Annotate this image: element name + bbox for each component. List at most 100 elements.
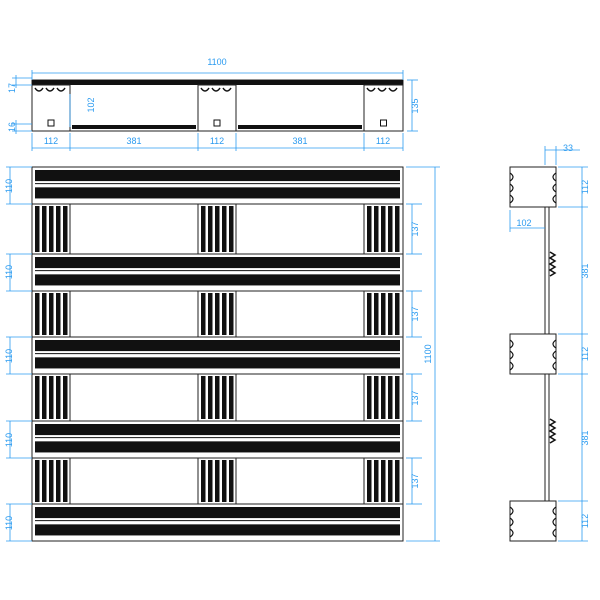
deck-slat	[35, 441, 400, 453]
block-slat	[367, 206, 372, 252]
deck-slat	[35, 187, 400, 199]
plan-view	[31, 166, 404, 542]
block-notch	[200, 87, 210, 92]
block-notch	[211, 87, 221, 92]
block-slat	[49, 206, 54, 252]
block-slat	[42, 376, 47, 419]
dim-deck-2: 110	[4, 265, 14, 279]
block-slat	[374, 206, 379, 252]
pallet-front-outline	[31, 79, 404, 132]
dim-block-offset: 102	[516, 218, 531, 228]
dim-side-seg-3: 112	[580, 347, 590, 361]
block-slat	[35, 376, 40, 419]
dim-gap-1: 137	[410, 221, 420, 236]
dim-side-seg-1: 112	[580, 180, 590, 194]
deck-slat	[35, 357, 400, 369]
dim-top-board: 17	[7, 83, 17, 93]
block-slat	[381, 206, 386, 252]
dim-deck-4: 110	[4, 433, 14, 447]
block-slat	[63, 293, 68, 335]
block-slat	[229, 460, 234, 502]
deck-board-group	[31, 420, 404, 459]
dim-overall-width: 1100	[423, 344, 433, 363]
block-slat	[42, 460, 47, 502]
dim-gap-2: 137	[410, 306, 420, 321]
stringer	[544, 373, 550, 502]
block-mark	[213, 119, 221, 127]
block-groove	[552, 361, 557, 371]
block-slat	[388, 460, 393, 502]
block-slat	[201, 206, 206, 252]
deck-slat	[35, 424, 400, 436]
block-slat	[63, 206, 68, 252]
top-deck-board	[32, 80, 403, 85]
dim-overall-length: 1100	[207, 57, 226, 67]
bottom-board	[72, 125, 196, 129]
block-slat	[229, 206, 234, 252]
dim-side-seg-5: 112	[580, 514, 590, 528]
block-notch	[388, 87, 398, 92]
block-notch	[56, 87, 66, 92]
block-mark	[47, 119, 55, 127]
block-groove	[552, 517, 557, 527]
dim-stringer-offset: 33	[563, 143, 573, 153]
deck-board-group	[31, 253, 404, 292]
block-slat	[395, 206, 400, 252]
dim-front-seg-2: 381	[126, 136, 141, 146]
block-slat	[49, 293, 54, 335]
dim-deck-5: 110	[4, 516, 14, 530]
block-slat	[395, 293, 400, 335]
block	[363, 84, 404, 132]
block-slat	[374, 376, 379, 419]
stringer-clip	[548, 418, 557, 444]
dim-deck-3: 110	[4, 349, 14, 363]
block-slat	[208, 206, 213, 252]
dim-bottom-board: 16	[7, 122, 17, 132]
side-block	[509, 500, 557, 542]
block-slat	[42, 206, 47, 252]
block-slat	[388, 376, 393, 419]
block-slat	[381, 460, 386, 502]
block-slat	[367, 293, 372, 335]
block	[197, 84, 237, 132]
block-groove	[509, 194, 514, 204]
side-block	[509, 166, 557, 208]
block-slat	[222, 460, 227, 502]
block-notch	[377, 87, 387, 92]
block-notch	[45, 87, 55, 92]
dim-overall-height: 135	[410, 98, 420, 113]
deck-slat	[35, 340, 400, 352]
bottom-board	[238, 125, 362, 129]
block-slat	[395, 460, 400, 502]
block-slat	[229, 293, 234, 335]
block-groove	[552, 194, 557, 204]
block-groove	[509, 183, 514, 193]
block-notch	[222, 87, 232, 92]
block-slat	[367, 460, 372, 502]
block-slat	[208, 293, 213, 335]
deck-slat	[35, 257, 400, 269]
block-slat	[56, 293, 61, 335]
block-groove	[509, 361, 514, 371]
dim-gap-3: 137	[410, 390, 420, 405]
deck-slat	[35, 524, 400, 536]
block-slat	[201, 376, 206, 419]
block-groove	[509, 339, 514, 349]
dim-side-seg-2: 381	[580, 263, 590, 278]
dimensions: 1100 17 16 102 135 112 381 112 381 112 1…	[4, 57, 590, 542]
deck-slat	[35, 170, 400, 182]
block-slat	[56, 206, 61, 252]
side-block	[509, 333, 557, 375]
deck-board-group	[31, 166, 404, 205]
block-slat	[395, 376, 400, 419]
front-view	[31, 79, 404, 132]
block-slat	[367, 376, 372, 419]
block-groove	[509, 172, 514, 182]
dim-side-seg-4: 381	[580, 430, 590, 445]
block-notch	[34, 87, 44, 92]
deck-slat	[35, 507, 400, 519]
block-slat	[56, 376, 61, 419]
deck-slat	[35, 274, 400, 286]
block-slat	[63, 460, 68, 502]
